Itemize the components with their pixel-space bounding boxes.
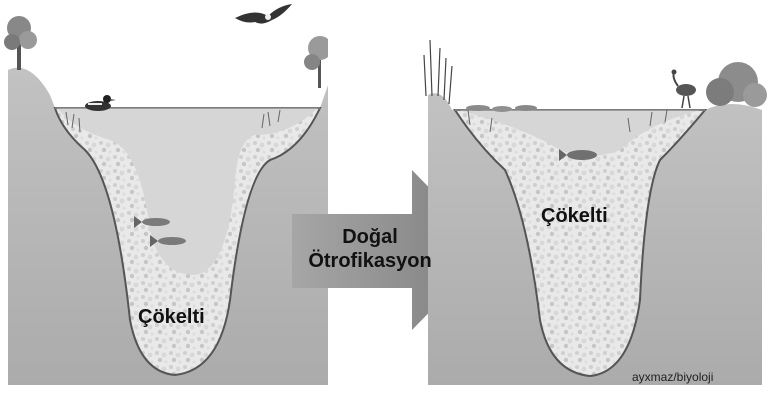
left-sediment-label: Çökelti xyxy=(138,306,205,329)
right-sediment-label: Çökelti xyxy=(541,205,608,228)
arrow-label-line1: Doğal xyxy=(295,225,445,249)
credit-text: ayxmaz/biyoloji xyxy=(632,370,713,384)
lily-pad-icon xyxy=(466,105,537,112)
arrow-label: Doğal Ötrofikasyon xyxy=(295,225,445,273)
arrow-label-line2: Ötrofikasyon xyxy=(295,249,445,273)
right-lake-panel xyxy=(424,0,767,385)
